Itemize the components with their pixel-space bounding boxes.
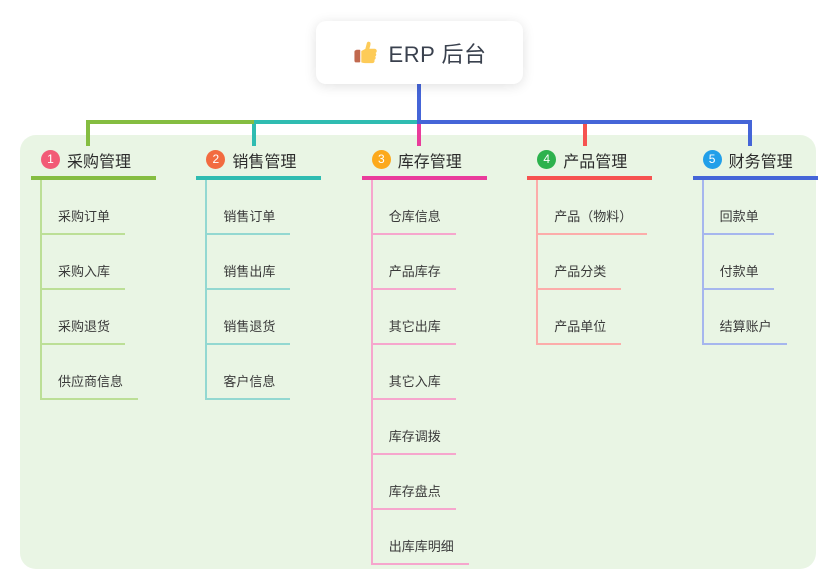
- branch-items-list: 仓库信息产品库存其它出库其它入库库存调拨库存盘点出库库明细: [370, 180, 487, 565]
- branch-title-node[interactable]: 3 库存管理: [361, 143, 487, 180]
- branch-item-node[interactable]: 采购订单: [42, 180, 126, 235]
- bus-line-segment: [417, 120, 752, 124]
- branch-column: 2 销售管理销售订单销售出库销售退货客户信息: [196, 143, 322, 400]
- branch-item-node[interactable]: 产品分类: [538, 235, 622, 290]
- branch-item-node[interactable]: 销售订单: [207, 180, 291, 235]
- branch-column: 3 库存管理仓库信息产品库存其它出库其它入库库存调拨库存盘点出库库明细: [361, 143, 487, 565]
- branch-title-label: 财务管理: [728, 153, 793, 171]
- branch-number-badge: 2: [206, 150, 226, 169]
- bus-line-segment: [86, 120, 256, 124]
- branch-drop-line: [86, 124, 90, 146]
- branch-item-node[interactable]: 回款单: [703, 180, 774, 235]
- branch-item-node[interactable]: 客户信息: [207, 345, 291, 400]
- branch-title-node[interactable]: 4 产品管理: [527, 143, 653, 180]
- branch-column: 1 采购管理采购订单采购入库采购退货供应商信息: [31, 143, 156, 400]
- branch-item-node[interactable]: 销售退货: [207, 290, 291, 345]
- root-node[interactable]: ERP 后台: [316, 21, 523, 84]
- branch-drop-line: [417, 124, 421, 146]
- branch-item-node[interactable]: 库存调拨: [372, 400, 456, 455]
- branches-panel: [20, 135, 816, 569]
- branch-title-label: 产品管理: [563, 153, 628, 171]
- branch-item-node[interactable]: 产品（物料）: [538, 180, 648, 235]
- branch-title-label: 销售管理: [232, 153, 297, 171]
- branch-item-node[interactable]: 出库库明细: [372, 510, 469, 565]
- branch-item-node[interactable]: 仓库信息: [372, 180, 456, 235]
- branch-title-node[interactable]: 5 财务管理: [692, 143, 818, 180]
- branch-title-node[interactable]: 1 采购管理: [31, 143, 156, 180]
- branch-item-node[interactable]: 销售出库: [207, 235, 291, 290]
- branch-item-node[interactable]: 库存盘点: [372, 455, 456, 510]
- branch-number-badge: 4: [537, 150, 557, 169]
- root-connector-line: [417, 84, 421, 124]
- branch-title-label: 采购管理: [67, 153, 132, 171]
- branch-drop-line: [748, 124, 752, 146]
- branch-title-node[interactable]: 2 销售管理: [196, 143, 322, 180]
- branch-items-list: 销售订单销售出库销售退货客户信息: [205, 180, 321, 400]
- branch-drop-line: [583, 124, 587, 146]
- branch-items-list: 采购订单采购入库采购退货供应商信息: [40, 180, 156, 400]
- branch-item-node[interactable]: 产品库存: [372, 235, 456, 290]
- branch-item-node[interactable]: 产品单位: [538, 290, 622, 345]
- branch-item-node[interactable]: 供应商信息: [42, 345, 139, 400]
- branch-item-node[interactable]: 付款单: [703, 235, 774, 290]
- branch-items-list: 产品（物料）产品分类产品单位: [536, 180, 652, 345]
- branch-item-node[interactable]: 采购入库: [42, 235, 126, 290]
- branch-number-badge: 5: [702, 150, 722, 169]
- branch-column: 4 产品管理产品（物料）产品分类产品单位: [527, 143, 653, 345]
- branch-number-badge: 3: [371, 150, 391, 169]
- branch-column: 5 财务管理回款单付款单结算账户: [692, 143, 818, 345]
- branch-drop-line: [252, 124, 256, 146]
- branch-item-node[interactable]: 采购退货: [42, 290, 126, 345]
- branch-item-node[interactable]: 其它出库: [372, 290, 456, 345]
- thumbs-up-icon: [353, 40, 379, 66]
- bus-line-segment: [254, 120, 421, 124]
- branch-item-node[interactable]: 结算账户: [703, 290, 787, 345]
- branch-title-label: 库存管理: [397, 153, 462, 171]
- branch-number-badge: 1: [41, 150, 60, 169]
- branch-items-list: 回款单付款单结算账户: [701, 180, 818, 345]
- root-title: ERP 后台: [388, 41, 487, 67]
- branch-item-node[interactable]: 其它入库: [372, 345, 456, 400]
